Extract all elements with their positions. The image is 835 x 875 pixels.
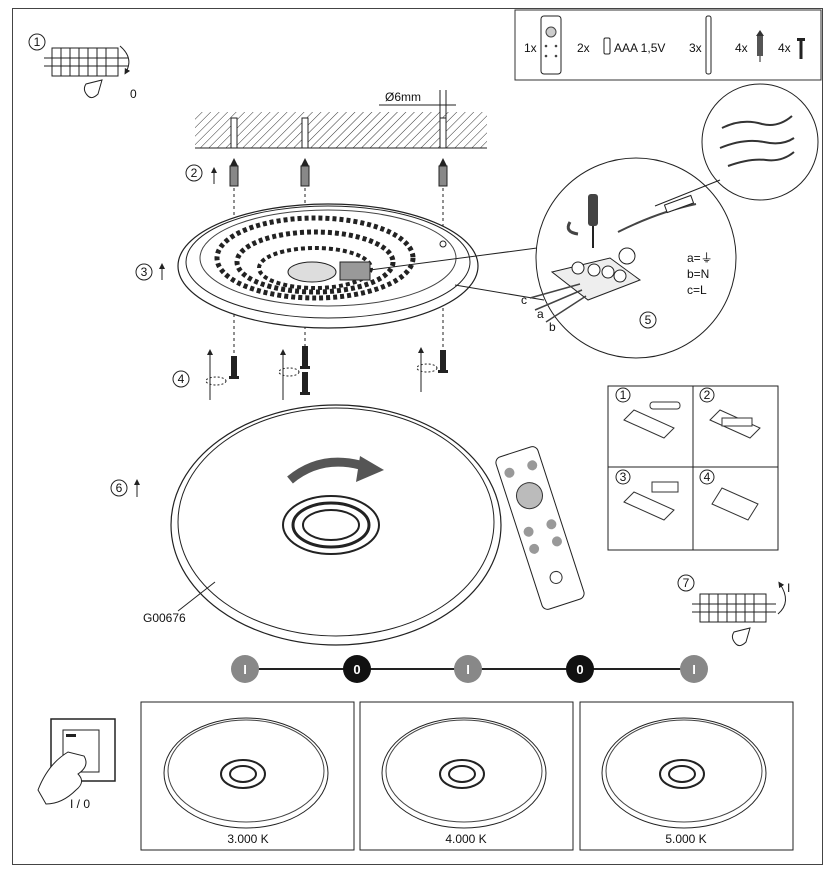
step-4-number: 4	[178, 372, 185, 386]
terminal-block-icon	[692, 593, 776, 623]
battery-step-3-number: 3	[620, 470, 627, 484]
step-2: 2	[185, 158, 448, 187]
parts-qty-wall-plug: 4x	[735, 41, 748, 55]
diagram-frame	[12, 8, 823, 865]
rod-icon	[705, 15, 712, 75]
battery-panel: 1 2 3 4	[607, 385, 779, 551]
lamp-base-plate	[177, 203, 479, 329]
color-temp-label-1: 3.000 K	[227, 832, 268, 846]
wiring-legend-neutral: b=N	[687, 267, 709, 281]
step-7: 7 I	[677, 574, 790, 647]
step-3: 3	[135, 263, 165, 281]
step-7-state: I	[787, 581, 790, 595]
ground-symbol-icon	[618, 247, 636, 265]
step-1-number: 1	[34, 35, 41, 49]
sequence-node-2: 0	[343, 655, 371, 683]
step-2-number: 2	[191, 166, 198, 180]
step-6: 6	[110, 479, 140, 497]
wall-plug-icon	[229, 158, 448, 187]
screw-icon	[797, 38, 805, 59]
hand-icon	[83, 79, 103, 99]
sequence-node-3: I	[454, 655, 482, 683]
wiring-legend-ground: a=⏚	[687, 251, 713, 265]
lamp-cover: G00676	[143, 404, 502, 646]
wire-letter-b: b	[549, 320, 556, 334]
svg-text:I: I	[243, 662, 247, 677]
terminal-block-icon	[44, 47, 128, 77]
sequence-node-5: I	[680, 655, 708, 683]
model-number: G00676	[143, 611, 186, 625]
svg-text:0: 0	[353, 662, 360, 677]
sequence-node-4: 0	[566, 655, 594, 683]
battery-step-2-number: 2	[704, 388, 711, 402]
battery-step-4-number: 4	[704, 470, 711, 484]
screw-icon	[229, 346, 448, 395]
rotate-arrow-icon	[119, 45, 131, 75]
step-6-number: 6	[116, 481, 123, 495]
remote-control-icon	[540, 15, 562, 75]
parts-qty-remote: 1x	[524, 41, 537, 55]
screwdriver-icon	[566, 194, 598, 248]
hand-icon	[731, 627, 751, 647]
rotate-arrow-icon	[777, 581, 786, 615]
step-1-state: 0	[130, 87, 137, 101]
step-4: 4	[172, 346, 448, 400]
step-1: 1 0	[28, 33, 137, 101]
parts-qty-screw: 4x	[778, 41, 791, 55]
color-temp-panel-1: 3.000 K	[140, 701, 355, 851]
step-7-number: 7	[683, 576, 690, 590]
parts-qty-battery: 2x	[577, 41, 590, 55]
svg-text:0: 0	[576, 662, 583, 677]
wall-switch: I / 0	[37, 718, 116, 811]
battery-icon	[603, 37, 611, 55]
color-temp-label-3: 5.000 K	[665, 832, 706, 846]
color-temp-panel-3: 5.000 K	[579, 701, 794, 851]
parts-qty-rod: 3x	[689, 41, 702, 55]
color-temp-panel-2: 4.000 K	[359, 701, 574, 851]
drill-diameter-label: Ø6mm	[385, 90, 421, 104]
terminal-connector-icon	[550, 257, 642, 301]
wiring-legend-live: c=L	[687, 283, 707, 297]
step-5-number: 5	[645, 313, 652, 327]
wire-letter-a: a	[537, 307, 544, 321]
parts-box: 1x 2x AAA 1,5V 3x 4x 4x	[514, 9, 822, 81]
wall-plug-icon	[756, 30, 764, 62]
color-temp-label-2: 4.000 K	[445, 832, 486, 846]
switch-label: I / 0	[70, 797, 90, 811]
hand-icon	[37, 751, 87, 805]
switch-sequence: I 0 I 0 I	[231, 655, 708, 683]
step-3-number: 3	[141, 265, 148, 279]
ceiling	[195, 112, 487, 149]
drill-dimension: Ø6mm	[379, 90, 456, 118]
sequence-node-1: I	[231, 655, 259, 683]
wiring-callout: c a b a=⏚ b=N c=L 5	[369, 83, 819, 359]
remote-control-icon	[495, 446, 585, 610]
wire-letter-c: c	[521, 293, 527, 307]
battery-type-label: AAA 1,5V	[614, 41, 665, 55]
svg-text:I: I	[466, 662, 470, 677]
battery-step-1-number: 1	[620, 388, 627, 402]
svg-text:I: I	[692, 662, 696, 677]
